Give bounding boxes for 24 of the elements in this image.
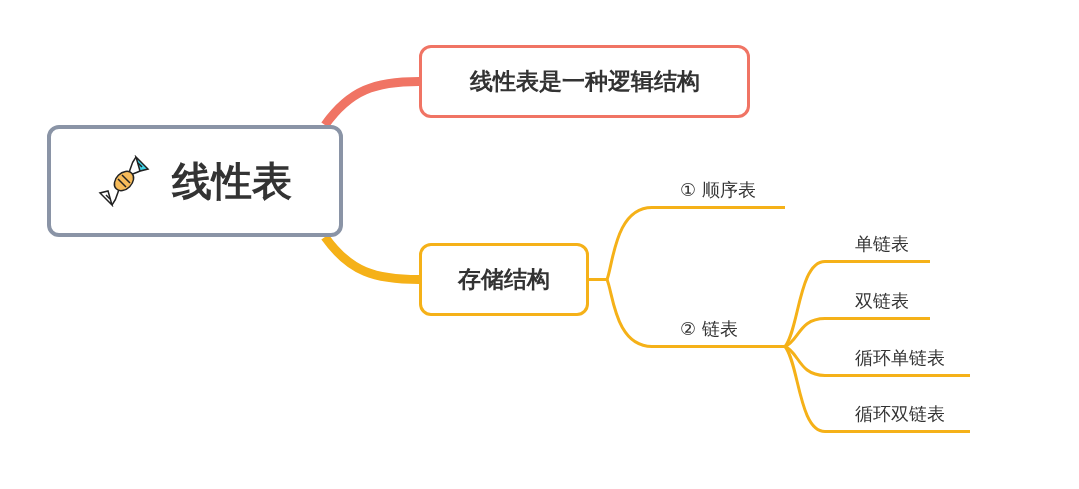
branch-topic [660, 317, 785, 348]
topic-text: 双链表 [855, 289, 909, 313]
connector-line [589, 278, 660, 348]
branch-topic [835, 402, 970, 433]
connector-line [784, 317, 835, 348]
branch-topic [660, 178, 785, 209]
topic-text: 线性表是一种逻辑结构 [469, 67, 700, 96]
connector-line [321, 234, 420, 284]
connector-line [783, 345, 835, 433]
central-topic-box [47, 125, 343, 237]
topic-text: 单链表 [855, 232, 909, 256]
topic-text: 线性表 [172, 156, 292, 206]
topic-text: ① 顺序表 [680, 178, 756, 202]
branch-topic [835, 232, 930, 263]
topic-text: 存储结构 [458, 265, 550, 294]
topic-text: 循环单链表 [855, 346, 945, 370]
topic-box [419, 243, 589, 316]
topic-text: ② 链表 [680, 317, 738, 341]
branch-topic [835, 346, 970, 377]
connector-line [321, 77, 420, 128]
topic-box [419, 45, 750, 118]
branch-topic [835, 289, 930, 320]
topic-text: 循环双链表 [855, 402, 945, 426]
connector-line [784, 345, 835, 377]
